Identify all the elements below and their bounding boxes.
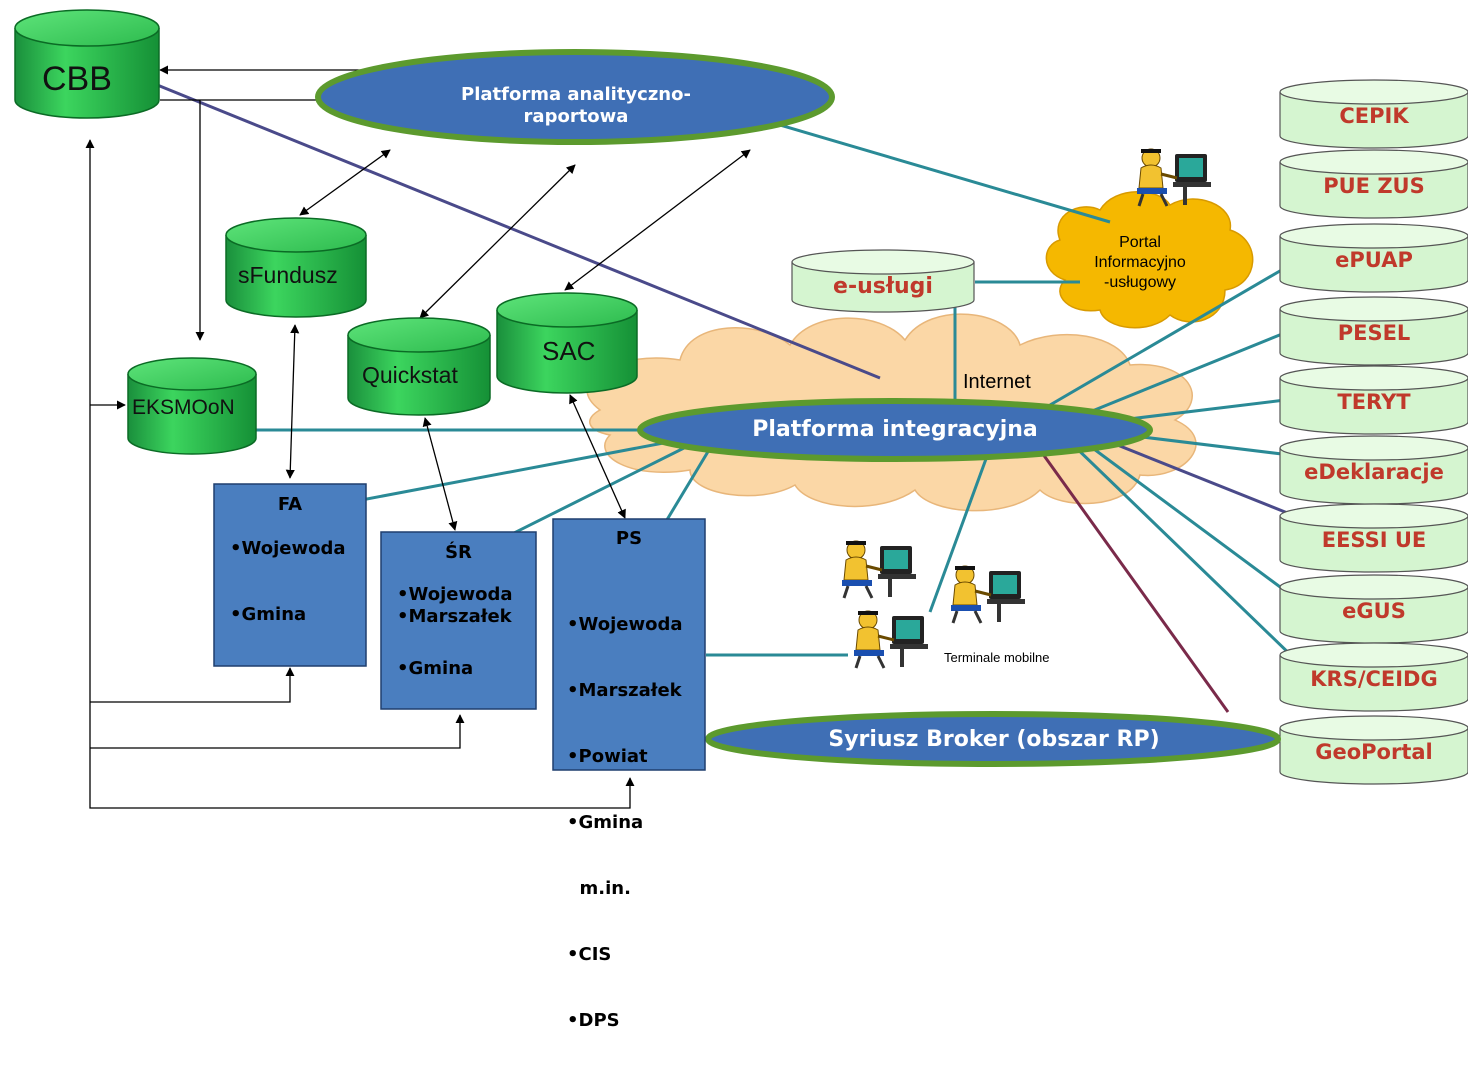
analytic-platform-title-line2: raportowa — [523, 106, 629, 127]
user-at-computer-icon — [1137, 148, 1211, 207]
box-fa — [213, 483, 367, 667]
box-sr-item — [397, 628, 536, 658]
portal-label-line3: -usługowy — [1103, 274, 1177, 291]
register-label: EESSI UE — [1321, 528, 1427, 552]
register-label: eGUS — [1342, 599, 1406, 623]
box-sr — [380, 531, 537, 710]
integration-platform-title: Platforma integracyjna — [752, 417, 1038, 442]
eksmoon-label: EKSMOoN — [132, 396, 235, 419]
register-label: PUE ZUS — [1323, 174, 1425, 198]
connector-lines — [85, 65, 1306, 809]
sac-label: SAC — [542, 336, 596, 366]
cylinder-sac — [496, 292, 638, 394]
register-cylinder — [1279, 503, 1468, 573]
portal-label-line2: Informacyjno — [1094, 254, 1186, 271]
terminals-label: Terminale mobilne — [944, 650, 1050, 665]
register-cylinder — [1279, 79, 1468, 149]
user-at-computer-icon — [951, 565, 1025, 624]
user-at-computer-icon — [842, 540, 916, 599]
box-fa-item — [230, 560, 366, 582]
box-ps-item: •Gmina — [567, 812, 644, 833]
cylinder-eksmoon — [127, 357, 257, 455]
portal-label: Portal Informacyjno -usługowy — [1080, 233, 1200, 293]
box-ps-item: •Powiat — [567, 746, 648, 767]
register-label: CEPIK — [1339, 104, 1409, 128]
cylinder-sfundusz — [225, 217, 367, 318]
register-label: ePUAP — [1335, 248, 1413, 272]
portal-label-line1: Portal — [1119, 234, 1161, 251]
box-fa-title: FA — [277, 494, 303, 515]
register-cylinder — [1279, 149, 1468, 219]
user-at-computer-icon — [842, 148, 1211, 669]
broker-title: Syriusz Broker (obszar RP) — [828, 727, 1160, 752]
box-fa-text: FA •Wojewoda •Gmina — [214, 494, 366, 626]
register-label: PESEL — [1337, 321, 1411, 345]
broker-ellipse — [705, 711, 1281, 767]
user-at-computer-icon — [854, 610, 928, 669]
box-ps-item: •Marszałek — [567, 680, 682, 701]
box-ps-item: •DPS — [567, 1010, 620, 1031]
portal-cloud — [1045, 191, 1254, 329]
register-cylinder — [1279, 296, 1468, 366]
box-ps-item: m.in. — [567, 878, 631, 899]
register-cylinder — [1279, 435, 1468, 505]
box-ps-item: •Wojewoda — [567, 614, 683, 635]
register-label: GeoPortal — [1315, 740, 1433, 764]
box-sr-text: ŚR •Wojewoda •Marszałek •Gmina — [381, 542, 536, 680]
box-sr-title: ŚR — [445, 542, 472, 563]
analytic-platform-title-line1: Platforma analityczno- — [461, 84, 691, 105]
architecture-diagram — [14, 9, 1468, 809]
box-sr-item: •Gmina — [397, 658, 474, 679]
register-cylinder — [1279, 365, 1468, 435]
e-uslugi-label: e-usługi — [833, 274, 933, 299]
cbb-label: CBB — [42, 60, 112, 98]
cylinder-e-uslugi — [791, 249, 975, 313]
register-label: TERYT — [1337, 390, 1411, 414]
register-cylinder — [1279, 715, 1468, 785]
register-cylinder — [1279, 223, 1468, 293]
register-cylinder — [1279, 574, 1468, 644]
cylinder-cbb — [14, 9, 160, 119]
register-label: KRS/CEIDG — [1310, 667, 1438, 691]
integration-platform-ellipse — [637, 398, 1153, 462]
internet-label: Internet — [963, 371, 1031, 393]
box-sr-item: •Marszałek — [397, 606, 512, 627]
box-fa-item — [230, 582, 366, 604]
box-ps — [552, 518, 706, 771]
box-fa-item: •Wojewoda — [230, 538, 346, 559]
box-fa-item: •Gmina — [230, 604, 307, 625]
quickstat-label: Quickstat — [362, 362, 458, 388]
box-ps-text: PS •Wojewoda •Marszałek •Powiat •Gmina m… — [553, 528, 705, 1076]
cylinder-quickstat — [347, 317, 491, 416]
register-cylinder — [1279, 642, 1468, 712]
box-ps-title: PS — [615, 528, 643, 549]
box-sr-item: •Wojewoda — [397, 584, 513, 605]
sfundusz-label: sFundusz — [238, 262, 338, 288]
external-registers — [1279, 79, 1468, 785]
register-label: eDeklaracje — [1304, 460, 1444, 484]
box-ps-item: •CIS — [567, 944, 612, 965]
analytic-platform-ellipse — [315, 49, 835, 145]
